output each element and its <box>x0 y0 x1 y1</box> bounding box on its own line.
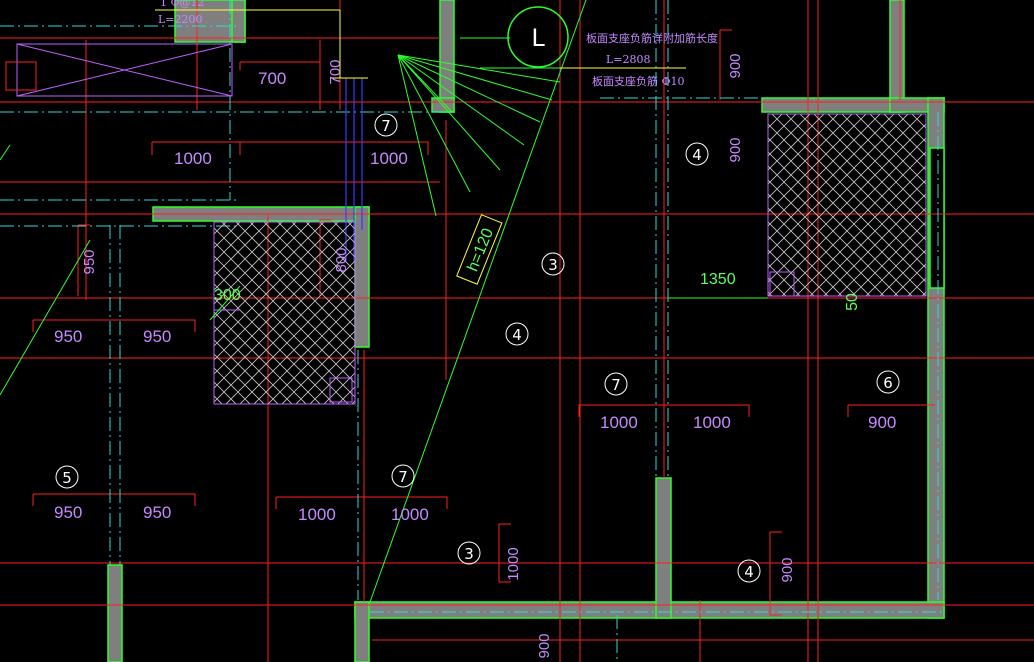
rebar-note-line3: 板面支座负筋 Φ10 <box>592 74 685 88</box>
dim-1000-vertical: 1000 <box>505 547 522 580</box>
slab-tag-3-a: 3 <box>548 256 558 274</box>
slab-diagonal <box>369 0 587 603</box>
dim-bracket-950a <box>32 319 110 332</box>
dim-bracket-900c <box>847 404 935 417</box>
top-note-fragment: 1 Φ@12 <box>160 0 205 9</box>
dim-1000-f: 1000 <box>391 505 429 524</box>
dim-bracket-950c <box>32 493 110 506</box>
wall-right-top-left <box>761 97 901 113</box>
dim-700-vertical: 700 <box>327 59 344 84</box>
slab-tag-7-c: 7 <box>398 468 408 486</box>
dim-1000-b: 1000 <box>370 149 408 168</box>
dim-bracket-1000e <box>275 496 364 509</box>
dim-950-vertical: 950 <box>81 249 98 274</box>
dim-900-vertical-bottom: 900 <box>536 633 553 658</box>
shaft-left <box>213 221 356 405</box>
dim-bracket-700 <box>239 61 321 70</box>
dim-900-top: 900 <box>727 53 744 78</box>
wall-bottom <box>354 601 945 619</box>
dim-bracket-900vb <box>769 531 782 616</box>
shaft-right <box>767 113 927 297</box>
rebar-note-line1: 板面支座负筋详附加筋长度 <box>586 31 718 45</box>
yellow-line-layer <box>155 9 686 79</box>
dim-1000-d: 1000 <box>693 413 731 432</box>
dim-bracket-1000f <box>364 496 448 509</box>
dim-900-c: 900 <box>868 413 896 432</box>
wall-center-top-post <box>439 0 455 113</box>
dim-950-c: 950 <box>54 503 82 522</box>
slab-thickness-label: h=120 <box>456 214 503 285</box>
stair-fan <box>397 54 561 217</box>
dim-1000-e: 1000 <box>298 505 336 524</box>
dim-300: 300 <box>214 287 241 304</box>
wall-right-vertical-notch <box>929 147 945 289</box>
section-tag-L[interactable]: L <box>507 6 569 68</box>
dim-900-b: 900 <box>727 137 744 162</box>
slab-tag-4-b: 4 <box>512 326 522 344</box>
dim-700: 700 <box>258 69 286 88</box>
dim-bracket-900top <box>719 29 732 100</box>
dim-800-vertical: 800 <box>333 247 350 272</box>
axis-layer <box>0 0 944 662</box>
top-L-length: L=2200 <box>158 13 203 26</box>
dim-bracket-1000b <box>240 141 429 155</box>
dim-1000-a: 1000 <box>174 149 212 168</box>
window-frame-top-left <box>5 43 233 97</box>
dim-bracket-1000d <box>665 404 750 417</box>
dim-950-b: 950 <box>143 327 171 346</box>
slab-tag-4-a: 4 <box>692 146 702 164</box>
dim-1000-c: 1000 <box>600 413 638 432</box>
dim-950-d: 950 <box>143 503 171 522</box>
section-tag-L-text: L <box>531 24 545 52</box>
wall-left-bottom-post <box>107 564 123 662</box>
dimension-labels: 700 1000 1000 950 950 1000 1000 900 950 … <box>54 53 896 658</box>
slab-tag-5: 5 <box>62 469 72 487</box>
slab-tag-7-a: 7 <box>381 117 391 135</box>
dim-950-a: 950 <box>54 327 82 346</box>
dim-1350: 1350 <box>700 271 736 288</box>
dim-50: 50 <box>844 293 861 311</box>
green-line-layer <box>0 0 768 603</box>
wall-bottom-left-post <box>354 601 370 662</box>
wall-top-left-post <box>231 0 246 43</box>
dim-bracket-950b <box>110 319 196 332</box>
dim-bracket-1000v <box>498 523 511 583</box>
svg-text:50: 50 <box>844 293 861 311</box>
slab-tag-labels: 7 4 3 4 7 6 5 7 3 4 <box>62 117 893 581</box>
wall-mid-column <box>655 477 672 619</box>
slab-tags <box>55 113 900 583</box>
rebar-note-line2: L=2808 <box>606 53 651 66</box>
dim-bracket-950d <box>110 493 196 506</box>
slab-tag-7-b: 7 <box>611 376 621 394</box>
dim-900-vertical-b: 900 <box>779 557 796 582</box>
dim-bracket-1000c <box>578 404 665 417</box>
svg-text:h=120: h=120 <box>464 226 497 274</box>
slab-tag-6: 6 <box>883 374 893 392</box>
wall-right-top-post <box>889 0 905 113</box>
slab-tag-4-c: 4 <box>744 563 754 581</box>
slab-tag-3-b: 3 <box>464 545 474 563</box>
